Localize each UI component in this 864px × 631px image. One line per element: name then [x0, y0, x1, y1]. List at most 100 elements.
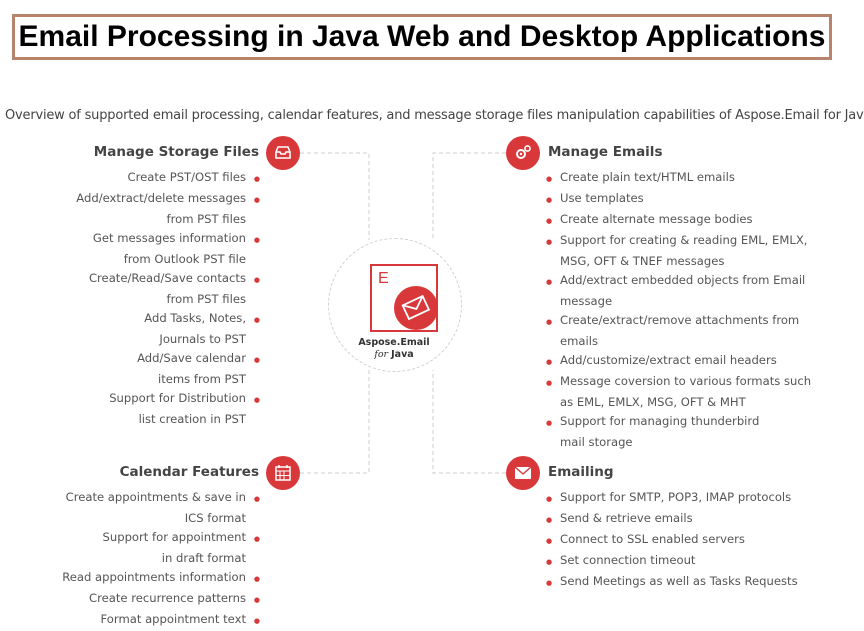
list-item: Create/Read/Save contacts ● [76, 269, 260, 290]
list-item: as EML, EMLX, MSG, OFT & MHT [546, 393, 811, 412]
page-title: Email Processing in Java Web and Desktop… [12, 14, 832, 60]
storage-section-title: Manage Storage Files [93, 144, 259, 160]
bullet-dot: ● [253, 396, 260, 404]
list-item-text: Use templates [560, 191, 644, 205]
list-item-text: Support for SMTP, POP3, IMAP protocols [560, 490, 792, 504]
list-item: from PST files [76, 210, 260, 229]
logo-platform: for Java [330, 349, 458, 360]
bullet-dot: ● [546, 196, 553, 204]
emails-list: ● Create plain text/HTML emails ● Use templ… [546, 168, 811, 452]
list-item: ● Support for SMTP, POP3, IMAP protocols [546, 488, 798, 509]
list-item: mail storage [546, 433, 811, 452]
list-item-text: from PST files [166, 292, 246, 306]
list-item: from Outlook PST file [76, 250, 260, 269]
list-item-text: items from PST [157, 372, 246, 386]
logo-product-name: Aspose.Email [358, 337, 430, 348]
bullet-dot: ● [253, 495, 260, 503]
list-item: MSG, OFT & TNEF messages [546, 252, 811, 271]
list-item: list creation in PST [76, 410, 260, 429]
list-item: Create PST/OST files● [76, 168, 261, 189]
emailing-section-title: Emailing [548, 464, 614, 480]
logo-letter: E [378, 270, 389, 287]
bullet-dot: ● [546, 175, 553, 183]
list-item-text: MSG, OFT & TNEF messages [560, 254, 725, 268]
list-item: Journals to PST [76, 330, 260, 349]
list-item-text: Support for Distribution [109, 391, 246, 405]
list-item: Support for appointment● [62, 528, 261, 549]
bullet-dot: ● [546, 558, 553, 566]
aspose-email-logo: E [370, 264, 438, 332]
bullet-dot: ● [546, 238, 553, 246]
list-item-text: Message coversion to various formats suc… [560, 374, 812, 388]
list-item: ●Support for creating & reading EML, EML… [546, 231, 811, 252]
list-item-text: Create plain text/HTML emails [560, 170, 735, 184]
list-item-text: Add/extract embedded objects from Email [560, 273, 806, 287]
list-item: ICS format [62, 509, 260, 528]
list-item-text: Create recurrence patterns [89, 591, 246, 605]
list-item: ● Send Meetings as well as Tasks Requests [546, 572, 798, 593]
list-item-text: Create/Read/Save contacts [88, 271, 246, 285]
calendar-section-title: Calendar Features [119, 464, 259, 480]
bullet-dot: ● [253, 575, 260, 583]
list-item: ● Use templates [546, 189, 811, 210]
bullet-dot: ● [546, 358, 553, 366]
list-item-text: message [560, 294, 613, 308]
bullet-dot: ● [253, 596, 260, 604]
connector-emailing [432, 370, 506, 474]
logo-for-word: for [374, 349, 389, 360]
bullet-dot: ● [546, 379, 553, 387]
list-item-text: Journals to PST [159, 332, 246, 346]
list-item-text: Add Tasks, Notes, [144, 311, 246, 325]
list-item-text: Connect to SSL enabled servers [560, 532, 745, 546]
list-item: ●Send & retrieve emails [546, 509, 798, 530]
list-item: Get messages information● [76, 229, 260, 250]
connector-emails [432, 152, 506, 238]
bullet-dot: ● [253, 276, 260, 284]
list-item-text: Create/extract/remove attachments from [560, 313, 800, 327]
list-item: Read appointments information ● [62, 568, 260, 589]
overview-text: Overview of supported email processing, … [5, 108, 864, 123]
emails-section-title: Manage Emails [548, 144, 663, 160]
list-item: ● Set connection timeout [546, 551, 798, 572]
bullet-dot: ● [546, 318, 553, 326]
list-item: in draft format [62, 549, 260, 568]
list-item-text: Read appointments information [62, 570, 246, 584]
list-item-text: Create alternate message bodies [560, 212, 753, 226]
list-item-text: emails [560, 334, 599, 348]
connector-storage [300, 152, 370, 240]
bullet-dot: ● [546, 495, 553, 503]
logo-platform-name: Java [391, 349, 414, 360]
list-item: ● Add/customize/extract email headers [546, 351, 811, 372]
bullet-dot: ● [546, 579, 553, 587]
list-item-text: from Outlook PST file [123, 252, 246, 266]
list-item: Add/extract/delete messages ● [76, 189, 260, 210]
list-item-text: from PST files [166, 212, 246, 226]
envelope-icon [506, 456, 540, 490]
bullet-dot: ● [253, 196, 260, 204]
list-item: ●Connect to SSL enabled servers [546, 530, 798, 551]
list-item: Support for Distribution ● [76, 389, 260, 410]
connector-calendar [300, 370, 370, 474]
calendar-icon [266, 456, 300, 490]
list-item-text: as EML, EMLX, MSG, OFT & MHT [560, 395, 746, 409]
bullet-dot: ● [253, 175, 260, 183]
list-item-text: Add/customize/extract email headers [560, 353, 777, 367]
list-item: ● Add/extract embedded objects from Email [546, 271, 811, 292]
list-item: from PST files [76, 290, 260, 309]
gears-icon [506, 136, 540, 170]
calendar-list: Create appointments & save in●ICS format… [62, 488, 260, 631]
list-item: emails [546, 332, 811, 351]
list-item-text: Send Meetings as well as Tasks Requests [560, 574, 798, 588]
list-item-text: Get messages information [92, 231, 246, 245]
list-item-text: Set connection timeout [560, 553, 696, 567]
bullet-dot: ● [546, 278, 553, 286]
inbox-tray-icon [266, 136, 300, 170]
list-item-text: Add/Save calendar [137, 351, 246, 365]
list-item-text: Add/extract/delete messages [76, 191, 246, 205]
list-item: Create recurrence patterns ● [62, 589, 260, 610]
bullet-dot: ● [253, 316, 260, 324]
bullet-dot: ● [253, 356, 260, 364]
list-item: Add/Save calendar ● [76, 349, 260, 370]
list-item: ● Create/extract/remove attachments from [546, 311, 811, 332]
